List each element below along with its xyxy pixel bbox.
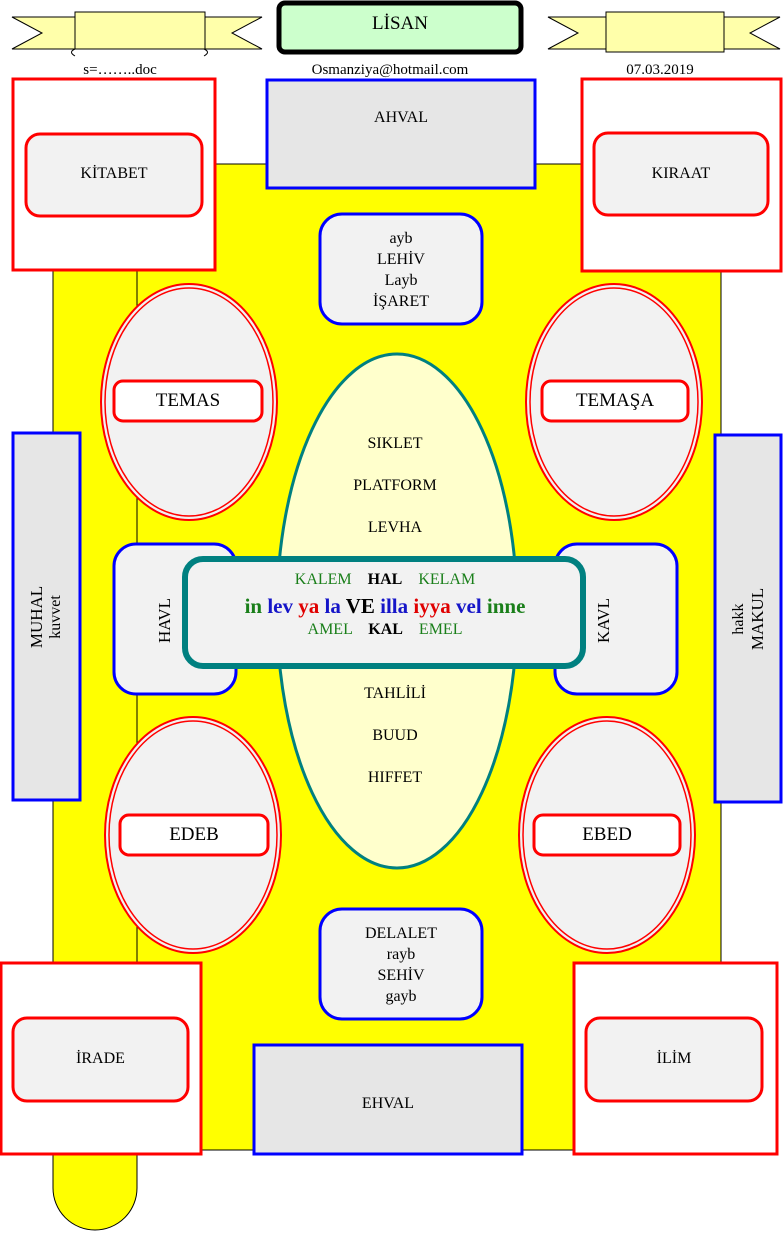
center-bottom-3: HIFFET [367,769,423,786]
label-ilim: İLİM [656,1050,692,1067]
core-box [182,556,586,669]
oval-upper-left [100,283,278,521]
label-ebed: EBED [582,824,632,845]
makul-sub: hakk [730,602,747,635]
core-row-3: AMEL KAL EMEL [190,621,580,639]
makul-label: hakk MAKUL [715,435,781,802]
ehval-box [252,1043,524,1156]
center-bottom-1: TAHLİLİ [364,685,426,702]
oval-lower-left [104,716,282,954]
date-text: 07.03.2019 [626,62,694,78]
lower-center-box [318,907,484,1021]
email-text: Osmanziya@hotmail.com [311,62,469,78]
center-top-3: LEVHA [367,519,423,536]
oval-upper-right [525,283,703,521]
core-row-2: in lev ya la VE illa iyya vel inne [190,594,580,619]
makul-box [713,433,783,804]
center-top-2: PLATFORM [353,477,437,494]
core-word: la [324,594,341,618]
lower-center-line: DELALET [365,925,437,942]
label-kitabet: KİTABET [80,165,148,182]
muhal-main: MUHAL [27,585,47,648]
core-row-1: KALEM HAL KELAM [190,571,580,589]
label-ehval: EHVAL [361,1095,415,1112]
core-emel: EMEL [418,621,463,638]
center-bottom-2: BUUD [372,727,418,744]
center-top-1: SIKLET [367,435,423,452]
page-title: LİSAN [372,13,428,34]
core-word: VE [345,594,375,618]
upper-center-line: Layb [384,272,418,289]
core-kelam: KELAM [418,571,476,588]
ahval-box [265,78,537,190]
upper-center-box [318,212,484,326]
lower-center-line: gayb [385,988,417,1005]
oval-lower-right [518,716,696,954]
muhal-box [11,431,82,802]
right-banner [547,11,781,53]
upper-center-list: ayb LEHİV Layb İŞARET [320,222,482,318]
upper-center-line: ayb [389,230,413,247]
core-amel: AMEL [307,621,353,638]
core-word: vel [456,594,482,618]
core-kalem: KALEM [294,571,352,588]
core-word: iyya [413,594,451,618]
kavl-text: KAVL [594,597,614,643]
core-word: illa [380,594,409,618]
label-edeb: EDEB [169,824,219,845]
label-ahval: AHVAL [374,109,428,126]
core-word: ya [298,594,320,618]
label-temasa: TEMAŞA [575,390,655,411]
core-kal: KAL [368,621,403,638]
left-banner [11,11,263,57]
file-note: s=……..doc [83,62,157,78]
title-box [276,0,524,55]
havl-text: HAVL [155,597,175,643]
label-irade: İRADE [76,1050,125,1067]
core-word: inne [486,594,526,618]
lower-center-list: DELALET rayb SEHİV gayb [320,917,482,1013]
lower-center-line: rayb [386,946,416,963]
makul-main: MAKUL [748,587,767,650]
muhal-label: MUHAL kuvvet [13,433,80,800]
lower-center-line: SEHİV [377,967,425,984]
upper-center-line: İŞARET [373,293,429,310]
core-word: lev [267,594,293,618]
core-word: in [244,594,263,618]
core-hal: HAL [367,571,403,588]
label-temas: TEMAS [155,390,221,411]
upper-center-line: LEHİV [377,251,425,268]
label-kiraat: KIRAAT [651,165,711,182]
muhal-sub: kuvvet [47,594,65,639]
